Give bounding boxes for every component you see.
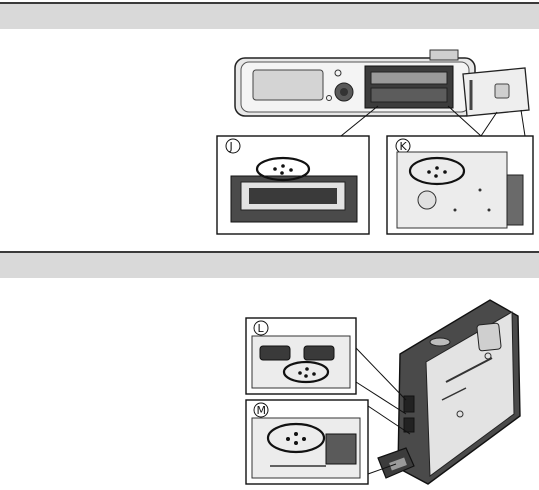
- camera-side-illustration: L M: [230, 296, 539, 490]
- callout-j-box: [217, 136, 369, 234]
- section-rule: [0, 251, 539, 253]
- camera-bottom-illustration: J K: [205, 40, 539, 240]
- callout-j-label: J: [229, 140, 233, 153]
- callout-k-label: K: [400, 140, 408, 153]
- camera-bottom-drawing: J K: [205, 40, 539, 240]
- callout-m-label: M: [257, 404, 267, 417]
- section-header-band: [0, 2, 539, 29]
- section-header-band: [0, 251, 539, 278]
- camera-side-drawing: L M: [230, 296, 539, 490]
- section-rule: [0, 2, 539, 4]
- callout-l-label: L: [258, 322, 265, 335]
- callout-k-box: [387, 136, 533, 234]
